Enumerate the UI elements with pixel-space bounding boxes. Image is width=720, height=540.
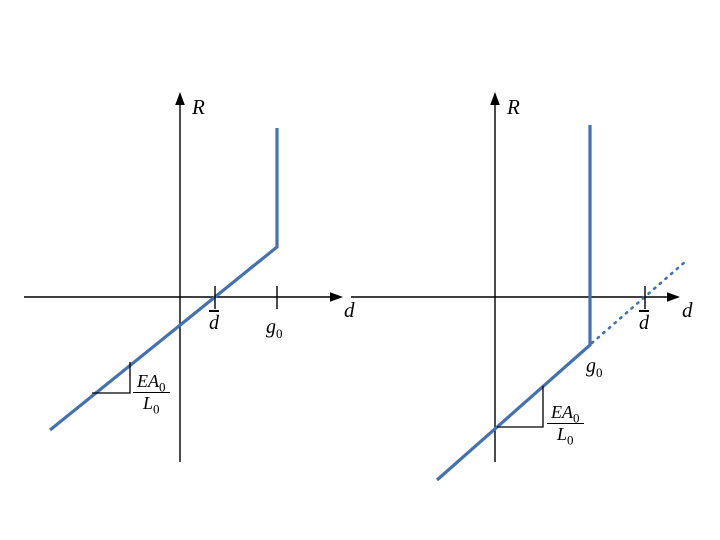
left-g0-label: g0 xyxy=(266,316,283,341)
right-slope-triangle xyxy=(497,386,544,428)
right-dotted-extension xyxy=(590,259,688,345)
left-slope-denominator: L0 xyxy=(142,393,160,418)
right-plot xyxy=(351,92,688,482)
left-x-axis-arrow-icon xyxy=(330,292,343,302)
right-slope-denominator: L0 xyxy=(556,424,574,449)
left-plot xyxy=(24,92,343,462)
right-dbar-label: d xyxy=(639,312,649,334)
left-slope-triangle xyxy=(92,362,131,394)
left-slope-label: EA0 L0 xyxy=(133,371,170,418)
right-slope-label: EA0 L0 xyxy=(547,402,584,449)
right-response-curve xyxy=(435,125,592,482)
left-response-curve xyxy=(48,128,279,432)
left-fraction-bar xyxy=(133,392,170,394)
right-fraction-bar xyxy=(547,423,584,425)
left-x-axis-label: d xyxy=(344,298,355,322)
right-slope-numerator: EA0 xyxy=(551,402,580,426)
right-g0-label: g0 xyxy=(586,355,603,380)
right-x-axis-arrow-icon xyxy=(667,292,680,302)
left-y-axis-label: R xyxy=(192,95,205,119)
left-y-axis-arrow-icon xyxy=(175,92,185,105)
left-slope-numerator: EA0 xyxy=(137,371,166,395)
left-dbar-label: d xyxy=(209,312,219,334)
right-y-axis-arrow-icon xyxy=(490,92,500,105)
right-x-axis-label: d xyxy=(682,298,693,322)
right-y-axis-label: R xyxy=(507,95,520,119)
